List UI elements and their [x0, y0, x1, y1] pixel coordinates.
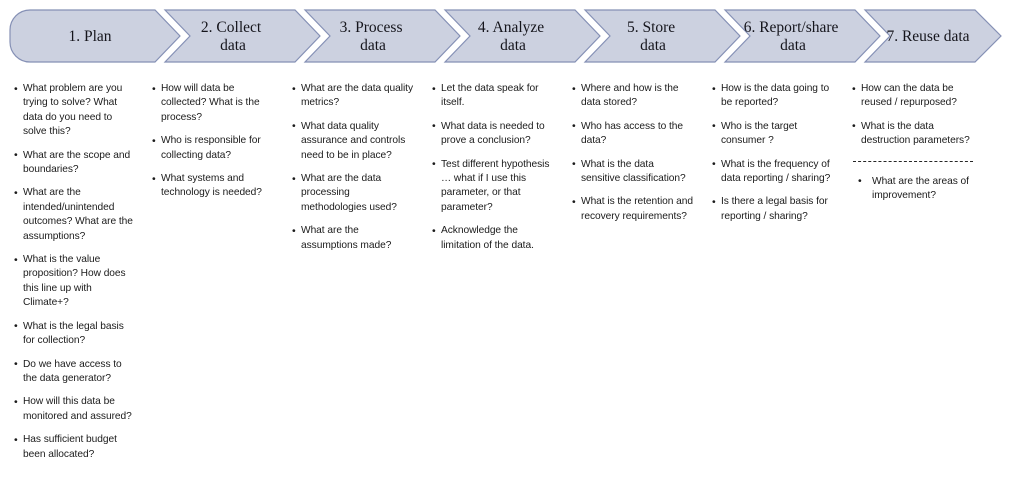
stage-label-collect-line-1: data [220, 37, 246, 54]
question-list-collect: How will data be collected? What is the … [152, 81, 274, 201]
list-item: What systems and technology is needed? [152, 172, 274, 201]
stage-label-collect-line-0: 2. Collect [201, 19, 262, 36]
list-item: Who is responsible for collecting data? [152, 134, 274, 163]
list-item: How is the data going to be reported? [712, 82, 834, 111]
process-stage-banner: 1. Plan 2. Collect data 3. Process data … [0, 0, 1009, 72]
question-column-analyze: Let the data speak for itself. What data… [420, 82, 560, 262]
stage-label-reuse-line-0: 7. Reuse data [886, 28, 969, 45]
stage-shape-analyze[interactable] [443, 9, 601, 63]
question-list-store: Where and how is the data stored? Who ha… [572, 82, 694, 224]
list-item: What is the value proposition? How does … [14, 253, 134, 311]
question-list-process: What are the data quality metrics? What … [292, 82, 414, 253]
list-item: Is there a legal basis for reporting / s… [712, 195, 834, 224]
stage-shape-report-share[interactable] [723, 9, 881, 63]
list-item: Test different hypothesis … what if I us… [432, 157, 554, 216]
list-item: Who has access to the data? [572, 119, 694, 149]
question-column-reuse: How can the data be reused / repurposed?… [840, 82, 980, 212]
list-item: What problem are you trying to solve? Wh… [14, 82, 134, 140]
stage-label-report-share-line-1: data [780, 37, 806, 54]
question-list-analyze: Let the data speak for itself. What data… [432, 82, 554, 253]
stage-label-analyze: 4. Analyze data [478, 19, 548, 54]
list-item: What are the scope and boundaries? [14, 148, 134, 178]
stage-label-store-line-0: 5. Store [627, 19, 675, 36]
list-item: How will data be collected? What is the … [152, 81, 274, 125]
list-item: What is the legal basis for collection? [14, 319, 134, 349]
list-item: Has sufficient budget been allocated? [14, 433, 134, 462]
stage-shape-process[interactable] [303, 9, 461, 63]
question-list-plan: What problem are you trying to solve? Wh… [14, 82, 134, 462]
stage-shape-plan[interactable] [9, 9, 181, 63]
question-column-collect: How will data be collected? What is the … [140, 81, 280, 210]
question-columns: What problem are you trying to solve? Wh… [0, 81, 1009, 480]
question-list-reuse-improvement: What are the areas of improvement? [852, 174, 974, 204]
question-column-process: What are the data quality metrics? What … [280, 82, 420, 262]
list-item: What is the data destruction parameters? [852, 119, 974, 149]
list-item: Let the data speak for itself. [432, 82, 554, 111]
list-item: What are the areas of improvement? [852, 174, 974, 204]
list-item: What are the data quality metrics? [292, 82, 414, 111]
stage-label-store-line-1: data [640, 37, 666, 54]
stage-label-process-line-1: data [360, 37, 386, 54]
list-item: What is the retention and recovery requi… [572, 195, 694, 224]
question-list-report-share: How is the data going to be reported? Wh… [712, 82, 834, 224]
stage-label-report-share: 6. Report/share data [744, 19, 843, 54]
stage-label-plan-line-0: 1. Plan [68, 28, 111, 45]
stage-label-report-share-line-0: 6. Report/share [744, 19, 839, 36]
stage-label-collect: 2. Collect data [201, 19, 265, 54]
list-item: What data quality assurance and controls… [292, 119, 414, 163]
question-column-report-share: How is the data going to be reported? Wh… [700, 82, 840, 233]
stage-label-analyze-line-1: data [500, 37, 526, 54]
list-item: How can the data be reused / repurposed? [852, 82, 974, 111]
list-item: How will this data be monitored and assu… [14, 395, 134, 424]
section-divider [853, 160, 973, 162]
stage-shape-store[interactable] [583, 9, 741, 63]
list-item: Where and how is the data stored? [572, 82, 694, 111]
question-list-reuse: How can the data be reused / repurposed?… [852, 82, 974, 149]
list-item: What is the frequency of data reporting … [712, 157, 834, 187]
list-item: What data is needed to prove a conclusio… [432, 119, 554, 149]
stage-label-process-line-0: 3. Process [340, 19, 403, 36]
stage-label-plan: 1. Plan [68, 28, 111, 45]
list-item: Acknowledge the limitation of the data. [432, 224, 554, 253]
stage-label-reuse: 7. Reuse data [886, 28, 969, 45]
stage-label-store: 5. Store data [627, 19, 679, 54]
stage-shape-collect[interactable] [163, 9, 321, 63]
list-item: Who is the target consumer ? [712, 119, 834, 149]
list-item: What are the intended/unintended outcome… [14, 186, 134, 244]
list-item: Do we have access to the data generator? [14, 357, 134, 387]
list-item: What are the assumptions made? [292, 224, 414, 253]
stage-label-process: 3. Process data [340, 19, 407, 54]
stage-chevron-diagram: 1. Plan 2. Collect data 3. Process data … [9, 9, 1002, 63]
list-item: What is the data sensitive classificatio… [572, 157, 694, 187]
stage-label-analyze-line-0: 4. Analyze [478, 19, 544, 36]
list-item: What are the data processing methodologi… [292, 172, 414, 215]
question-column-plan: What problem are you trying to solve? Wh… [0, 82, 140, 471]
stage-shape-reuse[interactable] [863, 9, 1002, 63]
question-column-store: Where and how is the data stored? Who ha… [560, 82, 700, 233]
